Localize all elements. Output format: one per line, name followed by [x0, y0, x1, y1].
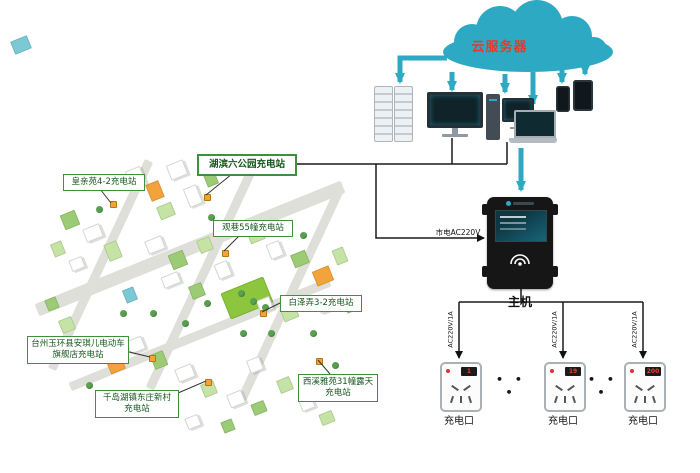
tablet-icon [573, 80, 593, 111]
map-tree [268, 330, 275, 337]
outlet-label-2: 充电口 [548, 416, 578, 427]
map-building [184, 413, 202, 431]
feed-label-1: AC220V/1A [446, 311, 455, 348]
map-building [250, 399, 268, 417]
laptop-icon [509, 110, 557, 143]
station-callout-3: 观巷55幢充电站 [213, 220, 293, 238]
map-building [213, 259, 233, 281]
map-building [59, 209, 81, 231]
ellipsis: • • • [588, 373, 618, 399]
map-tree [120, 310, 127, 317]
map-building [145, 180, 165, 202]
outlet-socket-icon [449, 384, 473, 404]
charging-outlet: 1 [440, 362, 482, 412]
map-building [68, 255, 86, 273]
station-callout-2: 湖滨六公园充电站 [197, 154, 297, 177]
map-tree [208, 214, 215, 221]
station-marker [149, 355, 156, 362]
map-tree [182, 320, 189, 327]
outlet-number-display: 1 [461, 367, 477, 376]
outlet-led [446, 369, 450, 373]
station-callout-1: 皇亲苑4-2充电站 [63, 174, 145, 192]
station-marker [205, 379, 212, 386]
map-building [318, 409, 336, 427]
map-building [49, 240, 67, 258]
station-marker [316, 358, 323, 365]
station-callout-4: 白泽弄3-2充电站 [280, 295, 362, 313]
station-callout-7: 千岛湖镇东庄新村充电站 [95, 390, 179, 419]
main-unit-screen [495, 210, 547, 242]
map-building [275, 375, 295, 395]
station-marker [260, 310, 267, 317]
map-tree [238, 290, 245, 297]
map-tree [86, 382, 93, 389]
outlet-label-3: 充电口 [628, 416, 658, 427]
cloud-server-label: 云服务器 [471, 40, 528, 55]
feed-label-3: AC220V/1A [630, 311, 639, 348]
server-rack-icon [374, 86, 393, 142]
outlet-led [630, 369, 634, 373]
map-building [155, 201, 177, 221]
map-tree [250, 298, 257, 305]
station-marker [110, 201, 117, 208]
map-building [10, 35, 32, 55]
feed-label-2: AC220V/1A [550, 311, 559, 348]
map-tree [300, 232, 307, 239]
charging-main-unit [482, 197, 558, 289]
station-marker [204, 194, 211, 201]
map-building [165, 159, 189, 181]
charging-outlet: 200 [624, 362, 666, 412]
outlet-number-display: 19 [565, 367, 581, 376]
map-tree [204, 300, 211, 307]
desktop-pc-icon [486, 94, 500, 140]
outlet-socket-icon [633, 384, 657, 404]
outlet-number-display: 200 [645, 367, 661, 376]
map-building [331, 246, 349, 266]
map-building [220, 418, 236, 434]
map-tree [310, 330, 317, 337]
map-tree [96, 206, 103, 213]
outlet-led [550, 369, 554, 373]
map-building [182, 184, 204, 208]
station-callout-6: 西溪雅苑31幢露天充电站 [298, 374, 378, 403]
contactless-icon [507, 249, 533, 271]
main-unit-logo [506, 201, 534, 206]
map-tree [150, 310, 157, 317]
map-building [82, 223, 104, 243]
map-building [265, 239, 285, 261]
smartphone-icon [556, 86, 570, 112]
map-tree [332, 362, 339, 369]
map-tree [240, 330, 247, 337]
main-unit-label: 主机 [507, 295, 532, 309]
station-callout-5: 台州玉环县安琪儿电动车旗舰店充电站 [27, 336, 129, 365]
mains-power-label: 市电AC220V [435, 228, 481, 237]
map-building [160, 271, 182, 289]
map-building [174, 363, 196, 383]
monitor-icon [427, 92, 483, 137]
ellipsis: • • • [496, 373, 526, 399]
charging-outlet: 19 [544, 362, 586, 412]
outlet-socket-icon [553, 384, 577, 404]
map-building [121, 286, 139, 304]
station-marker [222, 250, 229, 257]
server-rack-icon [394, 86, 413, 142]
outlet-label-1: 充电口 [444, 416, 474, 427]
